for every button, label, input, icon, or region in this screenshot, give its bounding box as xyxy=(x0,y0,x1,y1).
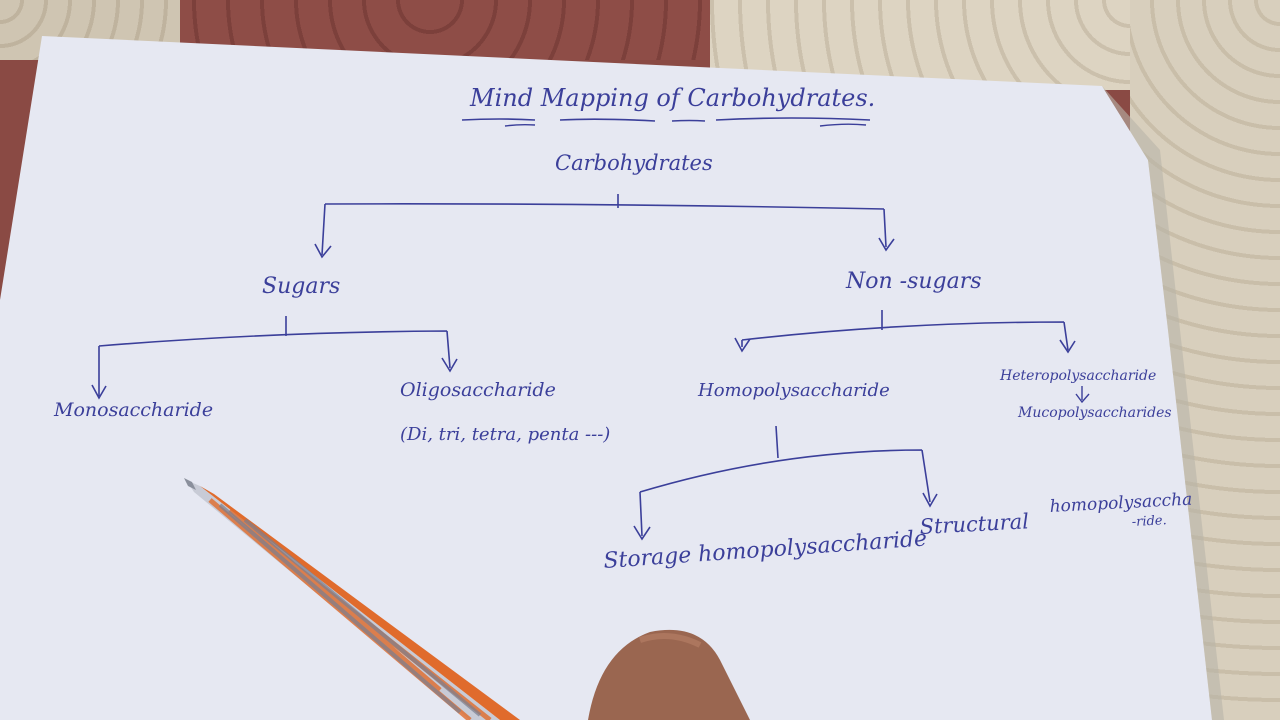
node-monosaccharide: Monosaccharide xyxy=(53,399,213,421)
title-underline-squiggle xyxy=(504,123,867,127)
title-underline xyxy=(461,117,871,122)
arrow-hetero-muco xyxy=(1075,386,1090,404)
node-homopolysaccharide: Homopolysaccharide xyxy=(697,380,890,401)
node-oligo-note: (Di, tri, tetra, penta ---) xyxy=(400,424,610,445)
connector-root xyxy=(321,194,887,256)
arrowheads-level1 xyxy=(314,237,895,259)
node-carbohydrates: Carbohydrates xyxy=(555,151,713,175)
paper-shadow xyxy=(1102,86,1224,720)
paper-shape xyxy=(0,36,1212,720)
arrowheads-homo xyxy=(633,492,938,541)
map-title: Mind Mapping of Carbohydrates. xyxy=(469,84,875,112)
node-non-sugars: Non -sugars xyxy=(845,269,982,294)
node-structural: Structural xyxy=(919,509,1029,539)
node-heteropolysaccharide: Heteropolysaccharide xyxy=(999,368,1156,384)
pen xyxy=(184,478,520,720)
arrowheads-non-sugars xyxy=(734,337,1076,354)
connector-sugars xyxy=(98,316,451,396)
node-structural-rest2: -ride. xyxy=(1131,513,1167,530)
hand xyxy=(588,629,750,720)
arrowheads-sugars xyxy=(91,357,458,400)
node-mucopolysaccharides: Mucopolysaccharides xyxy=(1017,405,1172,421)
node-sugars: Sugars xyxy=(262,274,340,299)
node-oligosaccharide: Oligosaccharide xyxy=(400,379,556,401)
connector-homopolysaccharide xyxy=(639,425,931,537)
connector-non-sugars xyxy=(741,310,1069,351)
